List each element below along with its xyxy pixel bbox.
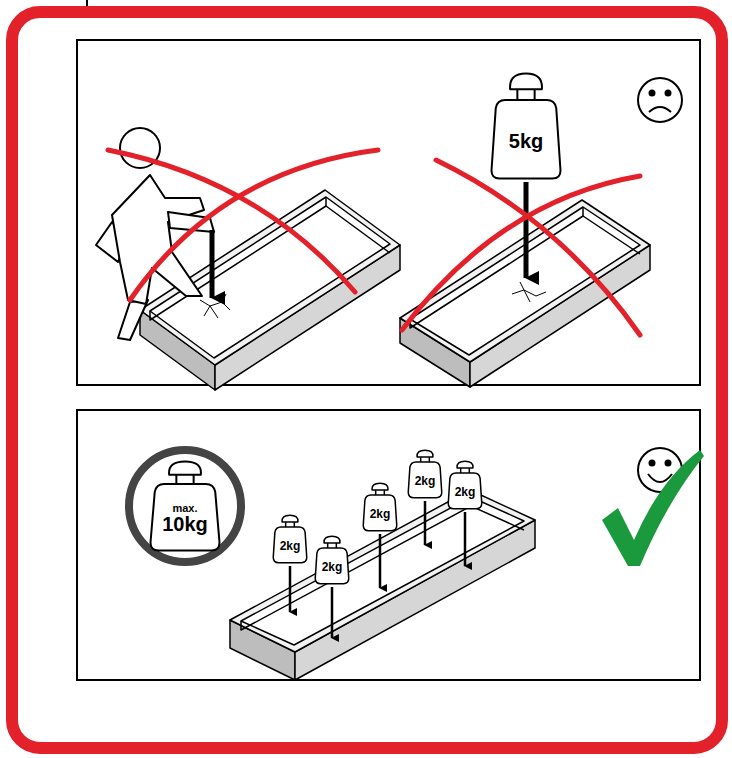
tray-bottom — [230, 490, 535, 680]
weight-outline — [272, 514, 308, 564]
step-arrow — [210, 230, 215, 298]
weight-outline — [407, 449, 443, 499]
weight-text: 2kg — [280, 540, 301, 553]
max-load-circle — [129, 450, 241, 562]
prohibited-cross — [108, 150, 640, 335]
load-arrow — [524, 182, 529, 278]
check-mark — [602, 450, 704, 566]
weight: 2kg — [407, 449, 443, 499]
crack — [200, 282, 546, 318]
weight: 2kg — [362, 482, 398, 532]
weight-label: 2kg — [407, 464, 443, 499]
weight-label: 2kg — [447, 475, 483, 510]
weight-text: 2kg — [322, 561, 343, 574]
weight-text: max. — [172, 503, 197, 515]
weight-text: 2kg — [415, 475, 436, 488]
weight-outline — [362, 482, 398, 532]
dont-panel — [77, 40, 700, 385]
weight-label: 2kg — [362, 497, 398, 532]
weight: 2kg — [314, 535, 350, 585]
weight-text: 2kg — [370, 508, 391, 521]
weight-outline — [314, 535, 350, 585]
weight: max.10kg — [149, 460, 221, 552]
weight-text: 5kg — [509, 131, 543, 152]
weight-outline — [490, 72, 562, 180]
weight-text: 10kg — [162, 514, 208, 535]
do-panel — [77, 410, 700, 680]
weight-text: 2kg — [455, 486, 476, 499]
weight-label: 2kg — [314, 550, 350, 585]
warning-frame — [12, 12, 722, 748]
weight-label: 2kg — [272, 529, 308, 564]
weight-outline — [447, 460, 483, 510]
weight-label: 5kg — [490, 102, 562, 180]
weight: 5kg — [490, 72, 562, 180]
weight: 2kg — [447, 460, 483, 510]
weight-label: max.10kg — [149, 486, 221, 552]
weight: 2kg — [272, 514, 308, 564]
sad-face — [638, 78, 682, 122]
